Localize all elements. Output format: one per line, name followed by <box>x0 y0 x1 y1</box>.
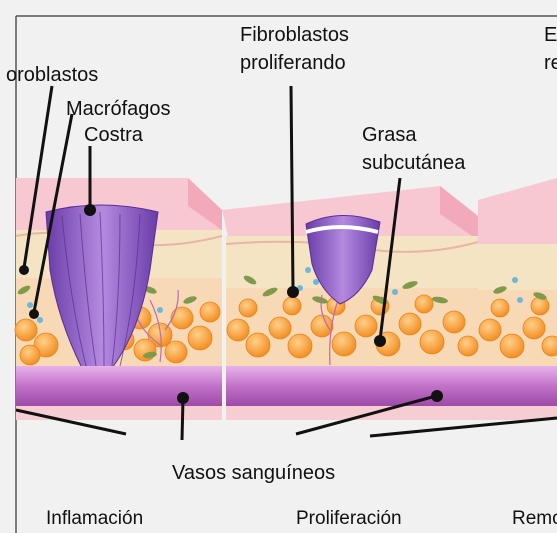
label-vasos-sanguineos: Vasos sanguíneos <box>172 462 335 484</box>
label-grasa-1: Grasa <box>362 124 416 146</box>
phase-proliferacion: Proliferación <box>296 508 402 530</box>
phase-remodelacion: Remo <box>512 508 557 530</box>
label-costra: Costra <box>84 124 143 146</box>
label-fibroblastos-proliferando-2: proliferando <box>240 52 346 74</box>
label-fibroblastos-proliferando-1: Fibroblastos <box>240 24 349 46</box>
label-right-top-2: re <box>544 52 557 74</box>
phase-inflamacion: Inflamación <box>46 508 143 530</box>
label-macrofagos: Macrófagos <box>66 98 171 120</box>
blood-vessels <box>16 366 557 420</box>
label-fibroblastos-left: oroblastos <box>6 64 98 86</box>
label-grasa-2: subcutánea <box>362 152 465 174</box>
label-right-top-1: E <box>544 24 557 46</box>
